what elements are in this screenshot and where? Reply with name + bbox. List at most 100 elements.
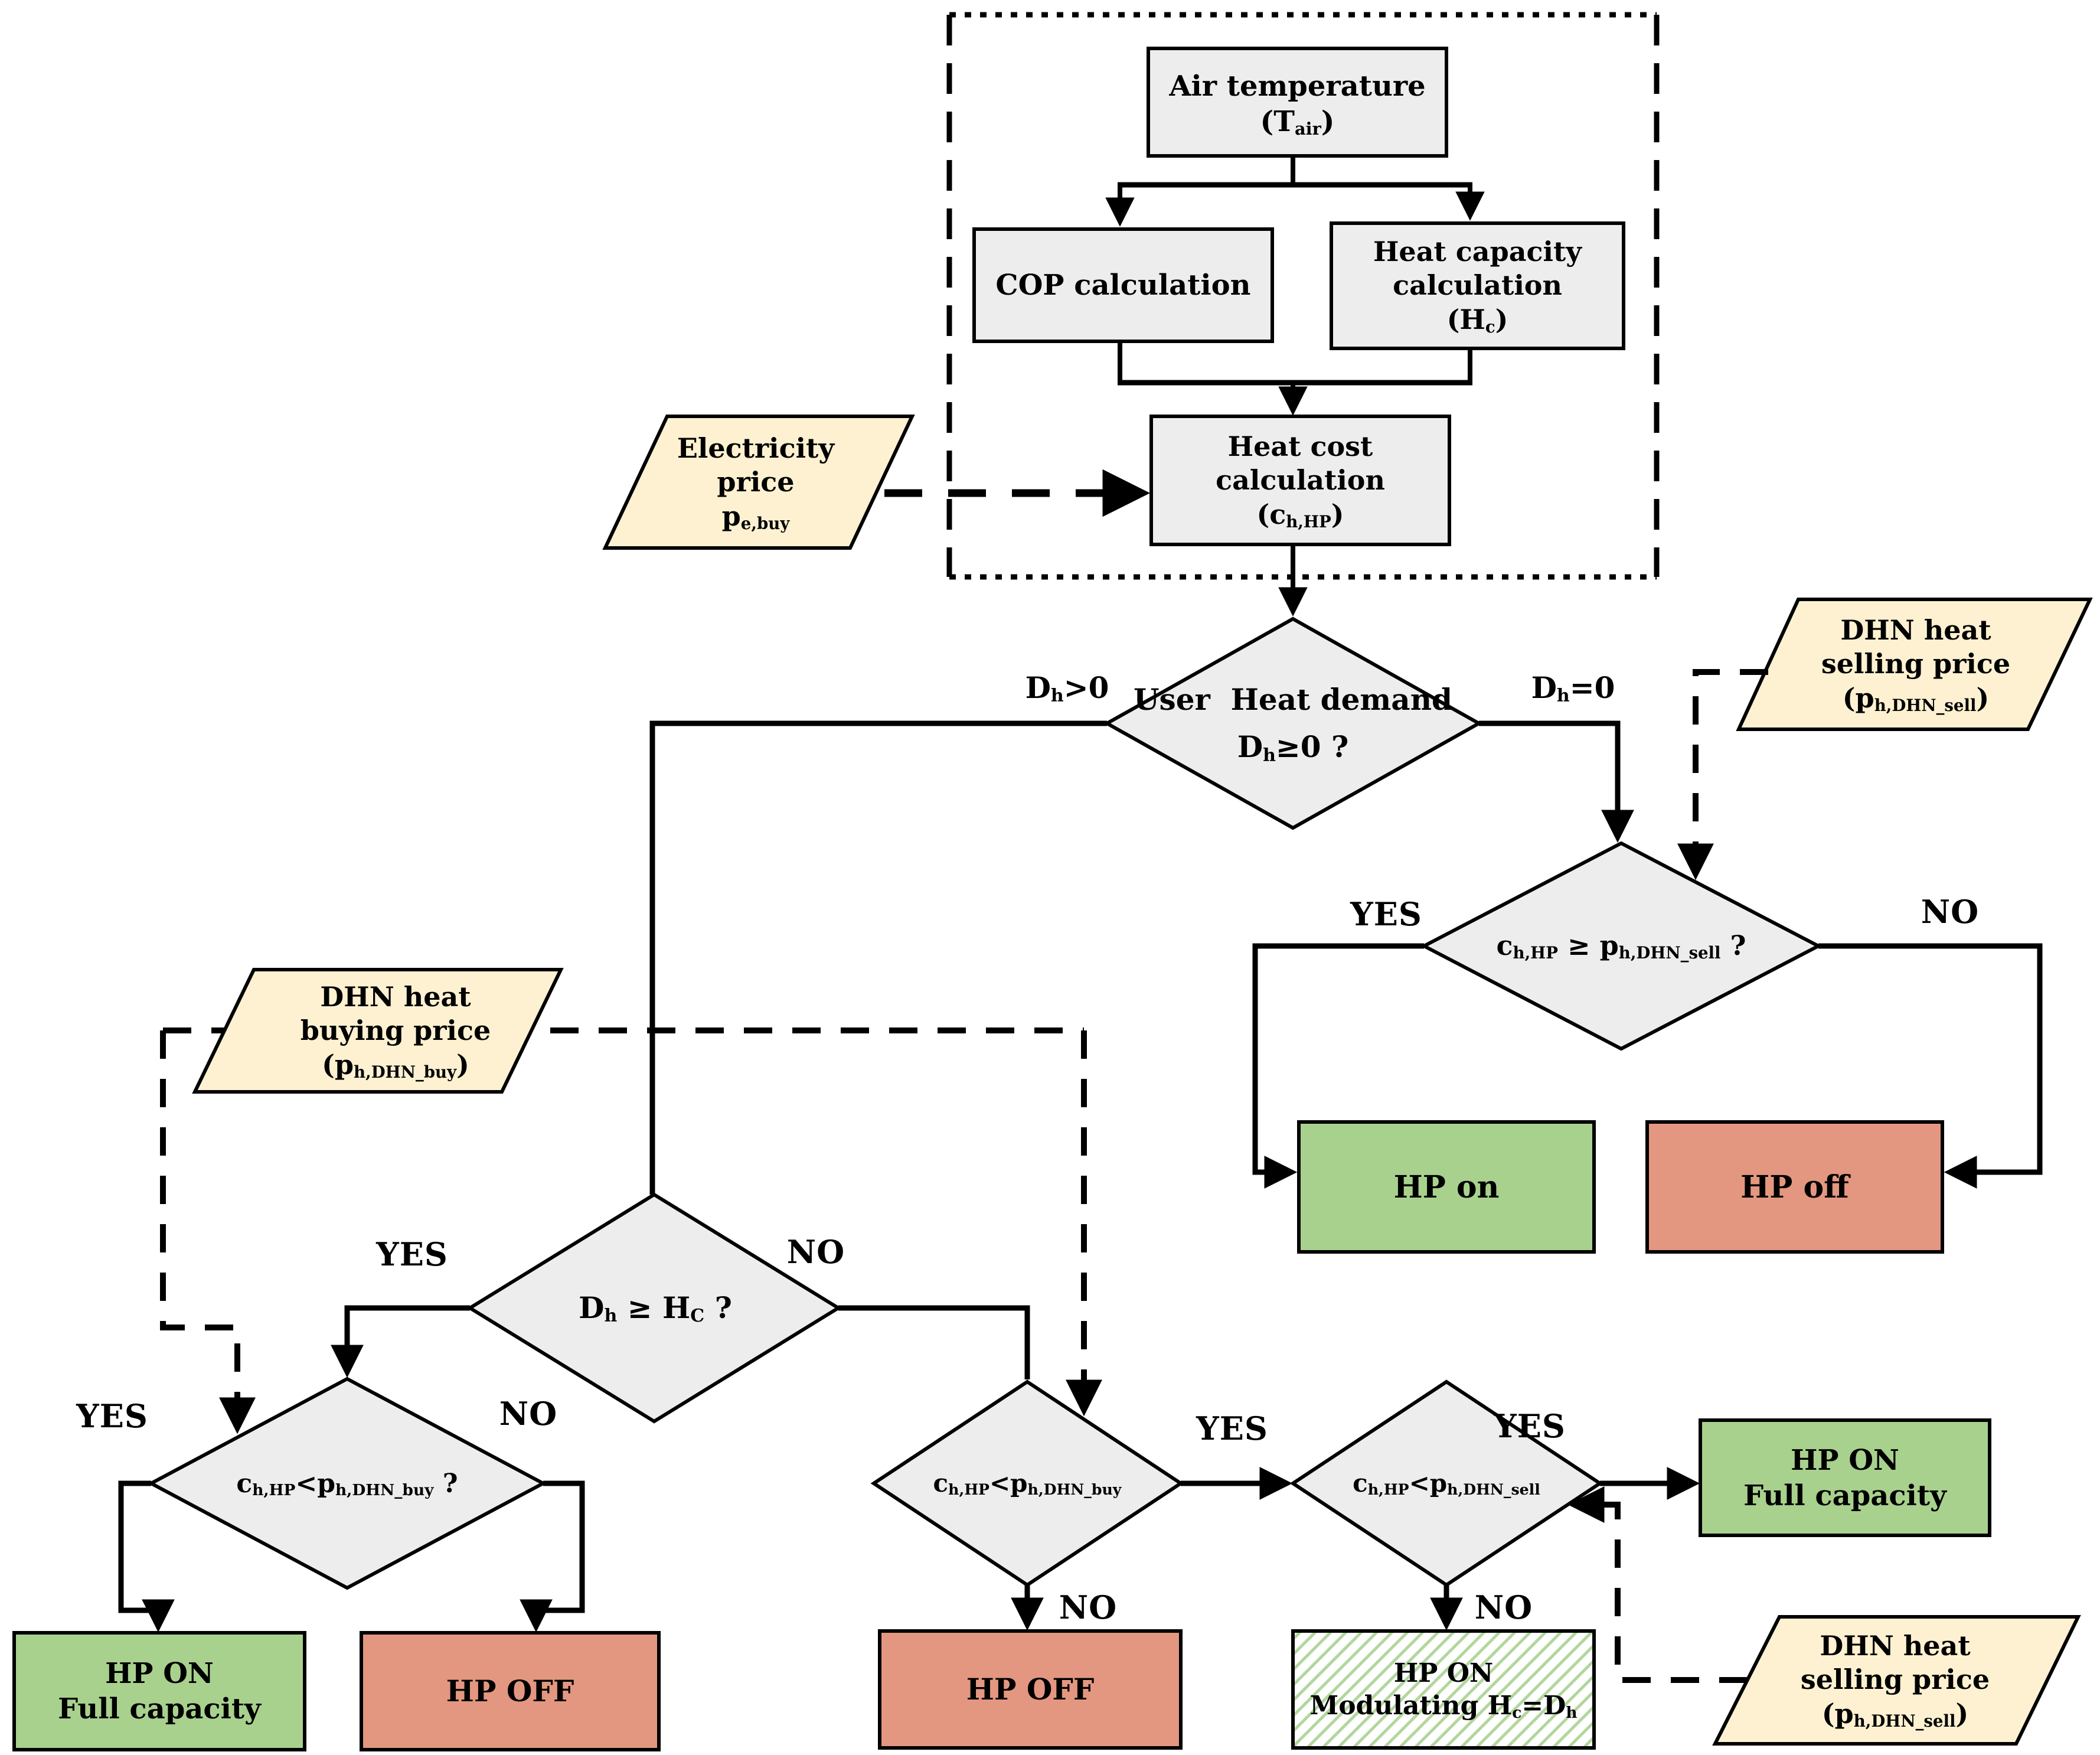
dhn-sell-bottom-line2: selling price <box>1800 1663 1990 1696</box>
user-demand-label: User Heat demand Dh≥0 ? <box>1107 635 1479 812</box>
cop-line1: COP calculation <box>995 269 1251 302</box>
hp-on-modulating-label: HP ON Modulating Hc=Dh <box>1293 1631 1594 1748</box>
hp-on-label: HP on <box>1299 1122 1594 1252</box>
cost-vs-sell-top-label: ch,HP ≥ ph,DHN_sell ? <box>1448 846 1795 1046</box>
user-demand-diamond <box>1103 616 1483 830</box>
hp-on-full-left-label: HP ON Full capacity <box>14 1633 305 1750</box>
dhn-buy-line2: buying price <box>300 1014 491 1047</box>
solid-connectors <box>118 156 2043 1633</box>
heat-cost-box <box>1149 415 1451 546</box>
hp-off-box <box>1645 1120 1944 1254</box>
branch-dh-gt0-label: Dh>0 <box>995 667 1139 709</box>
yes-text: YES <box>76 1397 148 1436</box>
cop-calculation-box <box>972 227 1274 343</box>
yes-text: YES <box>1196 1410 1268 1448</box>
dh-eq0-text: Dh=0 <box>1531 670 1615 707</box>
hp-on-box <box>1297 1120 1596 1254</box>
hp-off-text: HP off <box>1740 1169 1849 1205</box>
dashed-connectors <box>160 469 1768 1683</box>
hp-on-full-left-line2: Full capacity <box>58 1692 261 1725</box>
hp-on-modulating-line1: HP ON <box>1393 1658 1494 1688</box>
hp-on-full-right-label: HP ON Full capacity <box>1700 1420 1990 1535</box>
user-demand-line1: User Heat demand <box>1133 682 1453 717</box>
air-temperature-line1: Air temperature <box>1169 70 1426 103</box>
no-label-sell-top: NO <box>1888 889 2012 935</box>
no-label-sell-bottom: NO <box>1454 1586 1554 1630</box>
no-text: NO <box>1921 893 1980 931</box>
no-text: NO <box>1474 1588 1533 1627</box>
user-demand-line2: Dh≥0 ? <box>1237 729 1349 766</box>
yes-text: YES <box>1350 895 1422 934</box>
cost-vs-buy-mid-text: ch,HP<ph,DHN_buy <box>933 1468 1122 1499</box>
hp-on-full-left-line1: HP ON <box>105 1657 214 1690</box>
dhn-sell-top-line1: DHN heat <box>1840 614 1991 646</box>
yes-label-capacity: YES <box>353 1232 471 1278</box>
demand-vs-capacity-diamond <box>466 1192 842 1424</box>
heat-cost-line2: calculation <box>1216 464 1385 497</box>
yes-label-buy-mid: YES <box>1170 1405 1294 1453</box>
air-temperature-line2: (Tair) <box>1260 105 1335 139</box>
hp-off-mid-text: HP OFF <box>966 1671 1095 1707</box>
electricity-price-parallelogram <box>602 415 915 550</box>
shapes <box>12 47 2093 1751</box>
dhn-sell-top-line2: selling price <box>1821 648 2011 680</box>
dhn-sell-bottom-line1: DHN heat <box>1820 1629 1971 1662</box>
dhn-sell-top-line3: (ph,DHN_sell) <box>1842 681 1990 715</box>
demand-vs-capacity-text: Dh ≥ HC ? <box>579 1290 732 1327</box>
heat-capacity-line2: calculation <box>1393 269 1562 302</box>
no-text: NO <box>1059 1588 1118 1627</box>
cost-vs-buy-left-label: ch,HP<ph,DHN_buy ? <box>181 1382 514 1585</box>
hp-on-full-right-line2: Full capacity <box>1743 1479 1946 1512</box>
heat-capacity-line3: (Hc) <box>1446 303 1508 337</box>
dhn-buy-line3: (ph,DHN_buy) <box>322 1048 469 1082</box>
electricity-line1: Electricity <box>677 432 835 464</box>
dhn-sell-bottom-parallelogram <box>1712 1615 2081 1746</box>
cost-vs-sell-bottom-label: ch,HP<ph,DHN_sell <box>1299 1385 1594 1582</box>
cost-vs-sell-top-diamond <box>1420 841 1823 1051</box>
hp-off-mid-box <box>878 1629 1183 1750</box>
dhn-sell-bottom-label: DHN heat selling price (ph,DHN_sell) <box>1742 1619 2049 1741</box>
yes-text: YES <box>1494 1407 1566 1446</box>
electricity-price-label: Electricity price pe,buy <box>617 418 894 547</box>
cost-vs-sell-bottom-text: ch,HP<ph,DHN_sell <box>1353 1468 1540 1499</box>
hp-on-full-right-box <box>1699 1418 1991 1537</box>
no-label-buy-left: NO <box>466 1391 590 1437</box>
cost-vs-buy-mid-label: ch,HP<ph,DHN_buy <box>880 1385 1175 1582</box>
hp-off-left-box <box>360 1631 661 1751</box>
yes-text: YES <box>376 1235 448 1274</box>
dh-gt0-text: Dh>0 <box>1025 670 1109 707</box>
hp-off-left-label: HP OFF <box>361 1633 659 1750</box>
air-temperature-box <box>1147 47 1448 158</box>
branch-dh-eq0-label: Dh=0 <box>1501 667 1645 709</box>
cost-vs-buy-left-text: ch,HP<ph,DHN_buy ? <box>236 1468 458 1500</box>
no-text: NO <box>786 1233 845 1271</box>
no-label-capacity: NO <box>757 1229 875 1276</box>
heat-cost-line3: (ch,HP) <box>1256 498 1344 531</box>
dhn-buy-label: DHN heat buying price (ph,DHN_buy) <box>236 973 555 1089</box>
hp-off-left-text: HP OFF <box>446 1673 574 1708</box>
dhn-sell-top-parallelogram <box>1736 598 2093 731</box>
input-block-border <box>946 12 1660 580</box>
no-text: NO <box>499 1395 558 1433</box>
air-temperature-label: Air temperature (Tair) <box>1148 52 1446 156</box>
dhn-sell-top-label: DHN heat selling price (ph,DHN_sell) <box>1762 602 2069 726</box>
hp-off-label: HP off <box>1647 1122 1942 1252</box>
hp-on-modulating-line2: Modulating Hc=Dh <box>1309 1691 1578 1722</box>
heat-capacity-box <box>1330 221 1625 350</box>
demand-vs-capacity-label: Dh ≥ HC ? <box>502 1198 809 1418</box>
yes-label-buy-left: YES <box>53 1394 171 1440</box>
heat-capacity-label: Heat capacity calculation (Hc) <box>1331 224 1624 347</box>
cop-calculation-label: COP calculation <box>974 229 1272 341</box>
no-label-buy-mid: NO <box>1038 1586 1138 1630</box>
hp-on-full-left-box <box>12 1631 306 1751</box>
heat-capacity-line1: Heat capacity <box>1373 235 1582 268</box>
dhn-sell-bottom-line3: (ph,DHN_sell) <box>1821 1697 1969 1731</box>
electricity-line2: price <box>717 466 795 498</box>
hp-on-full-right-line1: HP ON <box>1791 1443 1899 1477</box>
heat-cost-line1: Heat cost <box>1227 430 1373 462</box>
cost-vs-sell-top-text: ch,HP ≥ ph,DHN_sell ? <box>1496 929 1746 963</box>
yes-label-sell-bottom: YES <box>1468 1403 1592 1450</box>
electricity-line3: pe,buy <box>721 500 790 533</box>
